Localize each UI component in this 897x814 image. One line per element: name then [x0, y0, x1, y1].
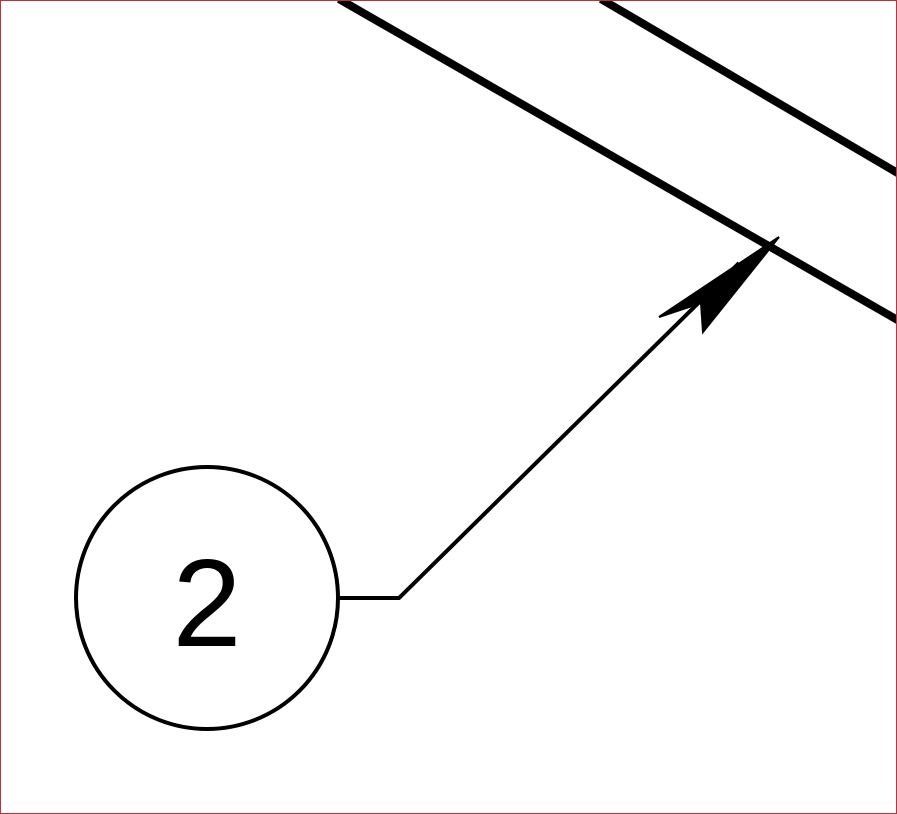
callout-circle [74, 465, 340, 731]
arrowhead [658, 236, 780, 335]
callout-number: 2 [173, 535, 242, 673]
leader-line [339, 261, 741, 600]
lower-edge-line [337, 1, 896, 324]
upper-edge-line [598, 1, 896, 177]
